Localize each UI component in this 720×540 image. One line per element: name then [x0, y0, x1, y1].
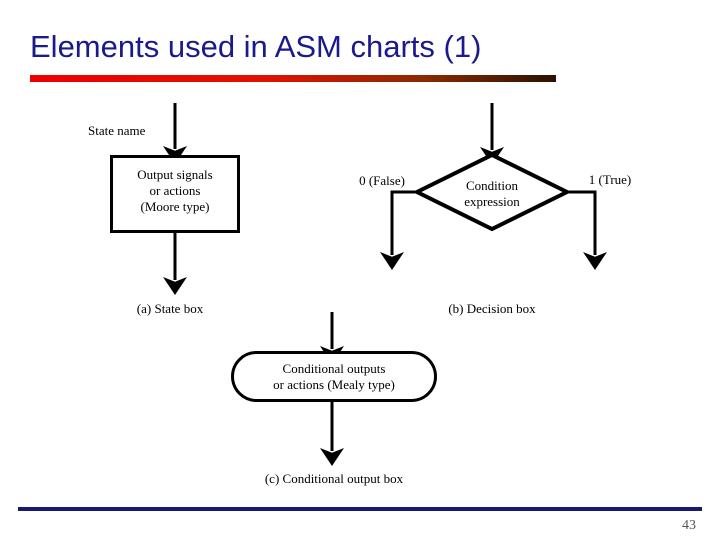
decision-false-label: 0 (False) [359, 173, 405, 188]
footer-rule [18, 507, 702, 511]
state-box-text-line-3: (Moore type) [140, 199, 210, 214]
state-box-shape [110, 155, 240, 233]
decision-box-text-line-1: Condition [465, 178, 518, 193]
title-underline-rule [30, 75, 556, 82]
page-title: Elements used in ASM charts (1) [30, 29, 482, 64]
state-name-label: State name [88, 123, 146, 138]
caption-decision-box: (b) Decision box [448, 301, 536, 316]
conditional-output-box-shape [231, 351, 437, 402]
decision-box-text-line-2: expression [464, 194, 520, 209]
caption-conditional-output-box: (c) Conditional output box [264, 471, 404, 486]
state-box-text-line-2: or actions [149, 183, 201, 198]
decision-false-branch-arrow [380, 190, 417, 270]
caption-state-box: (a) State box [136, 301, 204, 316]
state-box-text: Output signals or actions (Moore type) [110, 167, 240, 215]
conditional-box-text-line-2: or actions (Mealy type) [273, 377, 395, 392]
state-box-text-line-1: Output signals [137, 167, 213, 182]
page-number: 43 [682, 518, 696, 533]
conditional-output-box-text: Conditional outputs or actions (Mealy ty… [231, 361, 437, 393]
decision-box-text: Condition expression [442, 178, 542, 210]
decision-true-branch-arrow [567, 190, 607, 270]
decision-true-label: 1 (True) [588, 172, 632, 187]
conditional-box-text-line-1: Conditional outputs [282, 361, 386, 376]
